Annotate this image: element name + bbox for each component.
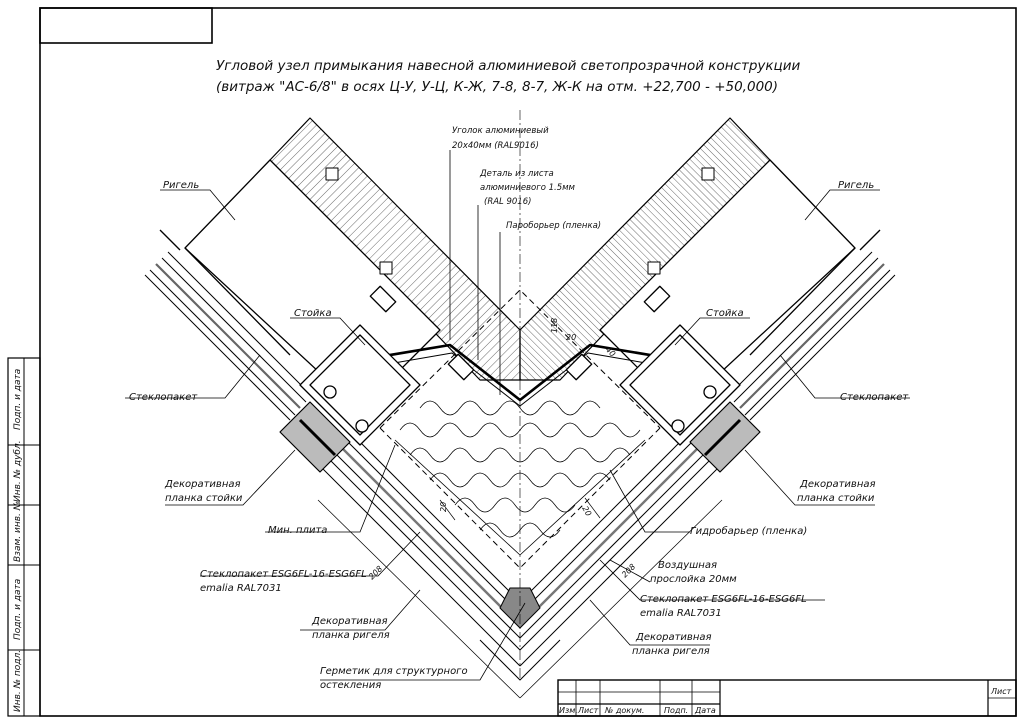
tb-list: Лист: [577, 706, 599, 715]
dim-118: 118: [550, 318, 559, 333]
sheet-frame: [7, 7, 1017, 717]
label-min-plita: Мин. плита: [268, 525, 327, 536]
glazing-left: [144, 251, 313, 421]
label-deco-rigel-right-2: планка ригеля: [632, 646, 710, 657]
label-deco-stoiki-left-2: планка стойки: [165, 493, 243, 504]
label-glass-esg-right-2: emalia RAL7031: [640, 608, 722, 619]
label-stoika-right: Стойка: [706, 308, 744, 319]
label-sheet-2: алюминиевого 1.5мм: [480, 183, 576, 193]
stamp-vzam-inv: Взам. инв. №: [13, 501, 23, 562]
label-stoika-left: Стойка: [294, 308, 332, 319]
dim-208b: 208: [620, 562, 637, 579]
spandrel-glazing-right: [519, 425, 729, 667]
dim-20a: 20: [566, 333, 576, 342]
glazing-right: [727, 251, 896, 421]
tb-izm: Изм.: [559, 706, 578, 715]
label-air-2: прослойка 20мм: [650, 574, 737, 585]
label-glass-left: Стеклопакет: [129, 392, 198, 403]
label-glass-esg-left-2: emalia RAL7031: [200, 583, 282, 594]
label-deco-rigel-left-2: планка ригеля: [312, 630, 390, 641]
label-rigel-left: Ригель: [163, 180, 199, 191]
label-vapor: Пароборьер (пленка): [506, 221, 601, 231]
dim-20b: 20: [439, 502, 448, 512]
stamp-inv-podl: Инв. № подл.: [13, 650, 23, 712]
mullion-right: [565, 285, 741, 446]
dimension-lines: [317, 497, 723, 699]
drawing-title-line1: Угловой узел примыкания навесной алюмини…: [216, 58, 800, 74]
stamp-podp-data-1: Подп. и дата: [13, 369, 23, 430]
label-rigel-right: Ригель: [838, 180, 874, 191]
side-stamp: Подп. и дата Инв. № дубл. Взам. инв. № П…: [13, 369, 23, 712]
label-hermetic-2: остекления: [320, 680, 381, 691]
drawing-title-line2: (витраж "АС-6/8" в осях Ц-У, У-Ц, К-Ж, 7…: [216, 79, 778, 95]
leader-lines: [125, 150, 910, 681]
decorative-cap-left: [279, 401, 351, 473]
label-deco-stoiki-left-1: Декоративная: [164, 479, 241, 490]
stamp-podp-data-2: Подп. и дата: [13, 579, 23, 640]
concrete-slab-right: [519, 117, 771, 381]
label-deco-stoiki-right-2: планка стойки: [797, 493, 875, 504]
label-deco-stoiki-right-1: Декоративная: [799, 479, 876, 490]
label-glass-right: Стеклопакет: [840, 392, 909, 403]
title-block-text: Изм. Лист № докум. Подп. Дата Лист: [559, 687, 1012, 715]
label-angle-1: Уголок алюминиевый: [452, 126, 549, 136]
label-glass-esg-right-1: Стеклопакет ESG6FL-16-ESG6FL: [640, 594, 807, 605]
labels: Уголок алюминиевый 20х40мм (RAL9016) Дет…: [129, 126, 909, 691]
corner-sealant: [479, 587, 561, 681]
stamp-inv-dubl: Инв. № дубл.: [13, 440, 23, 502]
tb-n-dokum: № докум.: [604, 706, 644, 715]
dim-20c: 20: [580, 505, 593, 518]
corner-node-drawing: [144, 110, 896, 699]
decorative-cap-right: [689, 401, 761, 473]
tb-podp: Подп.: [664, 706, 688, 715]
label-hermetic-1: Герметик для структурного: [320, 666, 468, 677]
label-air-1: Воздушная: [658, 560, 717, 571]
dim-208a: 208: [367, 564, 384, 581]
label-hydro: Гидробарьер (пленка): [690, 525, 807, 537]
label-sheet-3: (RAL 9016): [484, 197, 531, 207]
label-deco-rigel-right-1: Декоративная: [635, 632, 712, 643]
label-angle-2: 20х40мм (RAL9016): [452, 141, 539, 151]
title-block: [557, 679, 1017, 717]
spandrel-glazing-left: [311, 425, 521, 667]
label-glass-esg-left-1: Стеклопакет ESG6FL-16-ESG6FL: [200, 569, 367, 580]
label-deco-rigel-left-1: Декоративная: [311, 616, 388, 627]
tb-data: Дата: [694, 706, 716, 715]
tb-list-right: Лист: [990, 687, 1012, 696]
label-sheet-1: Деталь из листа: [479, 169, 554, 179]
anchor-bolts: [325, 167, 715, 275]
mullion-left: [299, 285, 475, 446]
